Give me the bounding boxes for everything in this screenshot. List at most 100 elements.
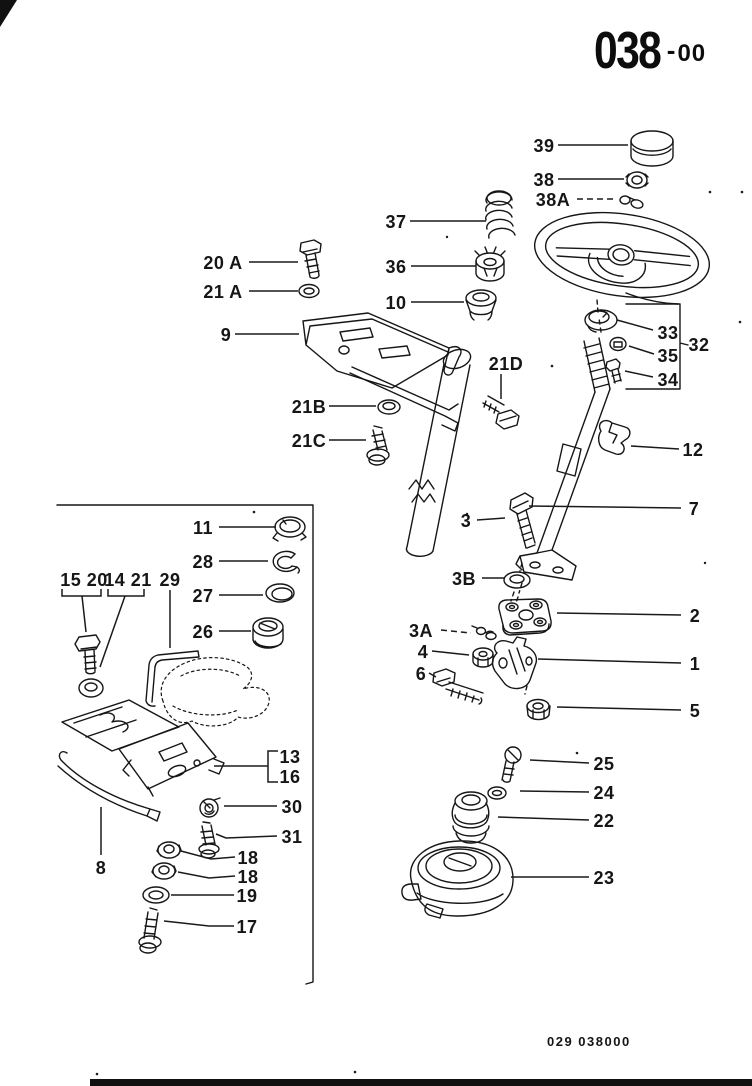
leader-line-17 bbox=[163, 920, 234, 927]
part-label-19: 19 bbox=[236, 886, 258, 906]
part-label-20A: 20 A bbox=[203, 253, 243, 273]
part-label-3B: 3B bbox=[451, 569, 477, 589]
part-label-16: 16 bbox=[279, 767, 301, 787]
part-label-12: 12 bbox=[682, 440, 704, 460]
part-3-bolt bbox=[509, 492, 536, 549]
part-label-14-21: 14 21 bbox=[104, 570, 152, 590]
part-label-17: 17 bbox=[236, 917, 258, 937]
part-14-21-washer bbox=[78, 678, 104, 698]
part-23-cover bbox=[401, 840, 514, 919]
bottom-bar bbox=[90, 1079, 752, 1086]
part-label-9: 9 bbox=[220, 325, 232, 345]
part-label-26: 26 bbox=[192, 622, 214, 642]
leader-line-18a bbox=[180, 850, 236, 860]
leader-line-14-21 bbox=[99, 589, 145, 668]
part-label-29: 29 bbox=[159, 570, 181, 590]
part-column-cover-outline bbox=[160, 657, 270, 727]
part-label-21B: 21B bbox=[291, 397, 327, 417]
part-label-24: 24 bbox=[593, 783, 615, 803]
part-25-screw bbox=[501, 746, 522, 783]
part-label-15-20: 15 20 bbox=[60, 570, 108, 590]
leader-line-15-20 bbox=[61, 589, 102, 633]
part-label-7: 7 bbox=[688, 499, 700, 519]
part-label-38: 38 bbox=[533, 170, 555, 190]
part-label-37: 37 bbox=[385, 212, 407, 232]
part-11-ring bbox=[272, 516, 307, 542]
part-label-35: 35 bbox=[657, 346, 679, 366]
part-38-nut bbox=[625, 171, 649, 189]
leader-line-35 bbox=[628, 345, 655, 355]
leader-line-31 bbox=[215, 833, 278, 839]
part-2-flange bbox=[498, 598, 552, 636]
part-label-6: 6 bbox=[415, 664, 427, 684]
leader-line-2 bbox=[556, 612, 682, 616]
part-label-10: 10 bbox=[385, 293, 407, 313]
page-code: 038 - 00 bbox=[594, 22, 707, 80]
part-column-jacket-tube bbox=[405, 348, 472, 557]
part-27-ring bbox=[265, 583, 295, 603]
part-label-31: 31 bbox=[281, 827, 303, 847]
part-label-21A: 21 A bbox=[203, 282, 243, 302]
part-28-snap-ring bbox=[272, 550, 300, 574]
part-21a-washer bbox=[298, 283, 320, 299]
part-label-25: 25 bbox=[593, 754, 615, 774]
leader-line-13 bbox=[214, 750, 278, 783]
part-21b-washer bbox=[377, 399, 401, 415]
part-19-washer bbox=[142, 886, 170, 904]
leader-line-6 bbox=[428, 672, 437, 678]
part-label-22: 22 bbox=[593, 811, 615, 831]
leader-line-4 bbox=[431, 650, 470, 656]
footer-code: 029 038000 bbox=[547, 1034, 631, 1049]
part-34-screw bbox=[605, 358, 622, 384]
part-17-bolt bbox=[138, 907, 162, 954]
part-12-wedge bbox=[597, 419, 631, 455]
part-label-18a: 18 bbox=[237, 848, 259, 868]
part-13-16-plates bbox=[61, 699, 225, 797]
group-bracket-32 bbox=[625, 303, 689, 390]
part-label-4: 4 bbox=[417, 642, 429, 662]
leader-lines bbox=[61, 144, 682, 927]
part-steering-wheel bbox=[533, 211, 711, 299]
leader-line-7 bbox=[528, 505, 682, 509]
part-label-38A: 38A bbox=[535, 190, 571, 210]
page-code-suffix: 00 bbox=[677, 39, 707, 67]
part-9-mounting-plate bbox=[302, 312, 462, 432]
part-label-21C: 21C bbox=[291, 431, 327, 451]
leader-line-25 bbox=[529, 759, 590, 764]
leader-line-12 bbox=[630, 445, 680, 450]
part-18-nut-1 bbox=[156, 841, 182, 859]
part-10-bushing bbox=[465, 289, 497, 321]
inset-box-border bbox=[56, 504, 314, 985]
part-24-washer bbox=[487, 786, 507, 800]
part-label-11: 11 bbox=[192, 518, 214, 538]
part-35-nut bbox=[609, 336, 627, 352]
part-steering-shaft bbox=[515, 299, 611, 604]
part-label-3A: 3A bbox=[408, 621, 434, 641]
part-20a-bolt bbox=[299, 239, 322, 279]
page-code-main: 038 bbox=[594, 22, 662, 80]
part-38a-clip bbox=[619, 195, 644, 209]
part-label-32: 32 bbox=[688, 335, 710, 355]
part-label-21D: 21D bbox=[488, 354, 524, 374]
part-label-8: 8 bbox=[95, 858, 107, 878]
leader-line-18b bbox=[177, 871, 236, 879]
part-label-27: 27 bbox=[192, 586, 214, 606]
part-36-contact-ring bbox=[474, 246, 506, 282]
part-label-30: 30 bbox=[281, 797, 303, 817]
leader-line-3A bbox=[440, 629, 472, 634]
part-21d-bolt bbox=[482, 395, 520, 430]
part-30-clip bbox=[199, 797, 221, 818]
part-label-36: 36 bbox=[385, 257, 407, 277]
part-3a-clip bbox=[471, 625, 497, 641]
part-label-5: 5 bbox=[689, 701, 701, 721]
part-label-33: 33 bbox=[657, 323, 679, 343]
part-label-2: 2 bbox=[689, 606, 701, 626]
part-4-castle-nut bbox=[472, 647, 494, 668]
corner-mark bbox=[0, 0, 17, 27]
part-29-strap bbox=[145, 650, 200, 707]
leader-line-22 bbox=[497, 816, 590, 821]
part-label-1: 1 bbox=[689, 654, 701, 674]
part-label-18b: 18 bbox=[237, 867, 259, 887]
